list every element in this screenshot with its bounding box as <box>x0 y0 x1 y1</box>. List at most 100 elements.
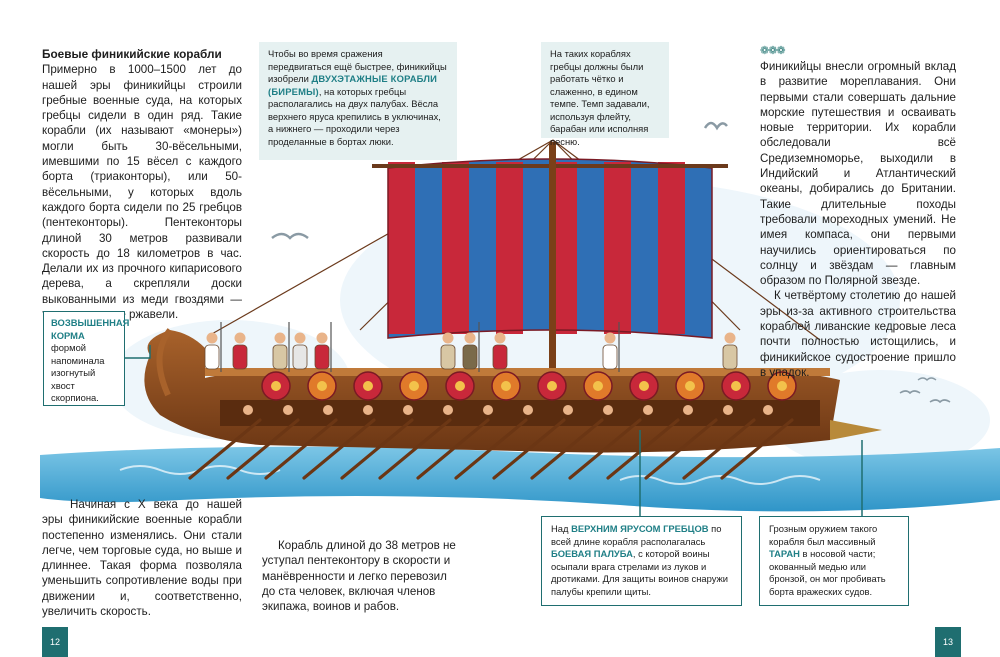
shield-boss <box>501 381 511 391</box>
shield-boss <box>685 381 695 391</box>
crew-head <box>442 332 454 344</box>
oar <box>302 418 376 480</box>
crew-body <box>272 344 288 370</box>
shield-boss <box>271 381 281 391</box>
callout-highlight: БОЕВАЯ ПАЛУБА <box>551 548 633 559</box>
oars <box>188 418 794 480</box>
sea-wave <box>619 475 821 485</box>
crew-body <box>292 344 308 370</box>
sail-stripe <box>388 162 415 334</box>
callout-text: Чтобы во время сражения передвигаться ещ… <box>268 48 447 84</box>
sail-stripe <box>442 162 469 334</box>
crew-body <box>314 344 330 370</box>
callout-text: формой напоминала изогнутый хвост скорпи… <box>51 342 105 403</box>
seagull <box>929 399 951 404</box>
callout-rowers: На таких кораблях гребцы должны были раб… <box>541 42 669 147</box>
mast <box>549 142 556 377</box>
rower-head <box>523 405 533 415</box>
shield-boss <box>363 381 373 391</box>
rower-head <box>643 405 653 415</box>
callout-highlight: ДВУХЭТАЖНЫЕ КОРАБЛИ (БИРЕМЫ) <box>268 73 438 97</box>
callout-text: Грозным оружием такого корабля был масси… <box>769 523 878 547</box>
shields <box>261 371 797 401</box>
page-number-right: 13 <box>935 627 961 657</box>
rower-gallery <box>220 400 820 426</box>
oar <box>454 418 528 480</box>
page-number-left: 12 <box>42 627 68 657</box>
rower-head <box>763 405 773 415</box>
crew-head <box>604 332 616 344</box>
ram <box>830 420 882 440</box>
right-paragraph-2: К четвёртому столетию до нашей эры из-за… <box>760 289 956 379</box>
rower-head <box>483 405 493 415</box>
callout-deck: Над ВЕРХНИМ ЯРУСОМ ГРЕБЦОВ по всей длине… <box>541 516 742 606</box>
bottom-mid-text: Корабль длиной до 38 метров не уступал п… <box>262 539 456 614</box>
section-title: Боевые финикийские корабли <box>42 47 222 61</box>
seagull <box>703 121 728 131</box>
sea <box>40 446 1000 512</box>
crew-head <box>234 332 246 344</box>
oar <box>720 418 794 480</box>
crew-body <box>602 344 618 370</box>
rowers <box>243 405 773 415</box>
oar <box>340 418 414 480</box>
shield-boss <box>455 381 465 391</box>
crew-head <box>316 332 328 344</box>
shield-boss <box>639 381 649 391</box>
oar <box>606 418 680 480</box>
shield-boss <box>317 381 327 391</box>
callout-highlight: ТАРАН <box>769 548 800 559</box>
crew-body <box>722 344 738 370</box>
shield-boss <box>731 381 741 391</box>
oar <box>492 418 566 480</box>
rower-head <box>603 405 613 415</box>
right-paragraph-1: Финикийцы внесли огромный вклад в развит… <box>760 60 956 288</box>
oar <box>226 418 300 480</box>
shield-boss <box>547 381 557 391</box>
oar <box>416 418 490 480</box>
crew-body <box>492 344 508 370</box>
rower-head <box>563 405 573 415</box>
left-column: Боевые финикийские корабли Примерно в 10… <box>42 47 242 322</box>
oar <box>568 418 642 480</box>
sail-stripe <box>604 162 631 334</box>
oar <box>644 418 718 480</box>
callout-highlight: ВОЗВЫШЕННАЯ КОРМА <box>51 317 130 341</box>
crew-head <box>206 332 218 344</box>
oar <box>682 418 756 480</box>
rower-head <box>283 405 293 415</box>
oar <box>188 418 262 480</box>
left-body-text: Примерно в 1000–1500 лет до нашей эры фи… <box>42 63 242 322</box>
sail-stripe <box>658 162 685 334</box>
crew-body <box>462 344 478 370</box>
crew-head <box>294 332 306 344</box>
shield-boss <box>409 381 419 391</box>
callout-highlight: ВЕРХНИМ ЯРУСОМ ГРЕБЦОВ <box>571 523 709 534</box>
callout-text: в носовой части; окованный медью или бро… <box>769 548 886 597</box>
rower-head <box>323 405 333 415</box>
oar <box>264 418 338 480</box>
callout-text: , на которых гребцы располагались на дву… <box>268 85 441 147</box>
shield-boss <box>777 381 787 391</box>
callout-text: , с которой воины осыпали врага стрелами… <box>551 548 729 597</box>
callout-biremes: Чтобы во время сражения передвигаться ещ… <box>259 42 457 160</box>
crew-head <box>464 332 476 344</box>
deck-rail <box>205 368 830 376</box>
rower-head <box>403 405 413 415</box>
seagull <box>899 390 921 395</box>
rower-head <box>683 405 693 415</box>
callout-text: Над <box>551 523 572 534</box>
seagull <box>917 377 937 381</box>
rower-head <box>443 405 453 415</box>
crew-body <box>440 344 456 370</box>
rower-head <box>723 405 733 415</box>
callout-text: по всей длине корабля располагалась <box>551 523 722 547</box>
stern-curl <box>156 328 173 397</box>
right-column: ❁❁❁ Финикийцы внесли огромный вклад в ра… <box>760 45 956 380</box>
pointer-lines <box>125 345 863 516</box>
bottom-left-text: Начиная с X века до нашей эры финикийски… <box>42 498 242 619</box>
crew-body <box>232 344 248 370</box>
shield-boss <box>593 381 603 391</box>
